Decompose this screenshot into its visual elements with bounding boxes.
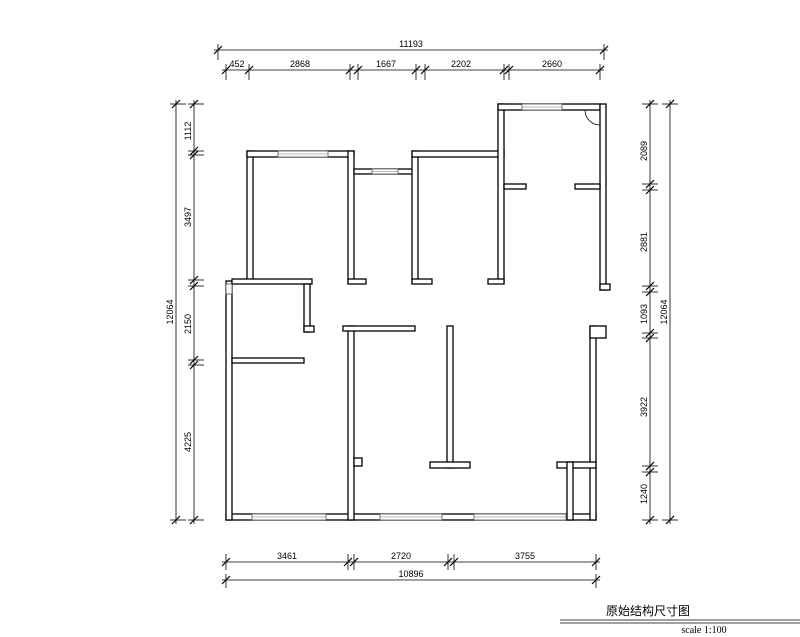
left-dimension-lines <box>170 99 204 525</box>
dim-right-total: 12064 <box>659 299 669 324</box>
windows <box>225 103 567 521</box>
top-dimension-lines <box>213 44 609 80</box>
dim-top-5: 2660 <box>542 59 562 69</box>
dim-right-4: 3922 <box>639 397 649 417</box>
title-block <box>560 619 800 624</box>
dim-right-3: 1093 <box>639 304 649 324</box>
dim-top-1: 452 <box>229 59 244 69</box>
dim-left-4: 4225 <box>183 432 193 452</box>
dim-left-3: 2150 <box>183 314 193 334</box>
dim-left-1: 1112 <box>183 122 193 141</box>
dim-right-5: 1240 <box>639 484 649 504</box>
dim-top-total: 11193 <box>399 39 423 49</box>
dim-bottom-2: 2720 <box>391 551 411 561</box>
dim-top-2: 2868 <box>290 59 310 69</box>
dim-left-total: 12064 <box>165 299 175 324</box>
drawing-title: 原始结构尺寸图 <box>606 603 690 618</box>
scale-label: scale 1:100 <box>681 625 726 636</box>
walls <box>225 103 611 521</box>
dim-bottom-1: 3461 <box>277 551 297 561</box>
dim-right-2: 2881 <box>639 232 649 252</box>
dim-bottom-3: 3755 <box>515 551 535 561</box>
bottom-dimension-lines <box>221 554 601 588</box>
dim-right-1: 2089 <box>639 141 649 161</box>
dim-top-3: 1667 <box>376 59 396 69</box>
dim-bottom-total: 10896 <box>398 569 423 579</box>
dim-left-2: 3497 <box>183 207 193 227</box>
right-dimension-lines <box>642 99 678 525</box>
dim-top-4: 2202 <box>451 59 471 69</box>
door-swing <box>584 109 601 126</box>
